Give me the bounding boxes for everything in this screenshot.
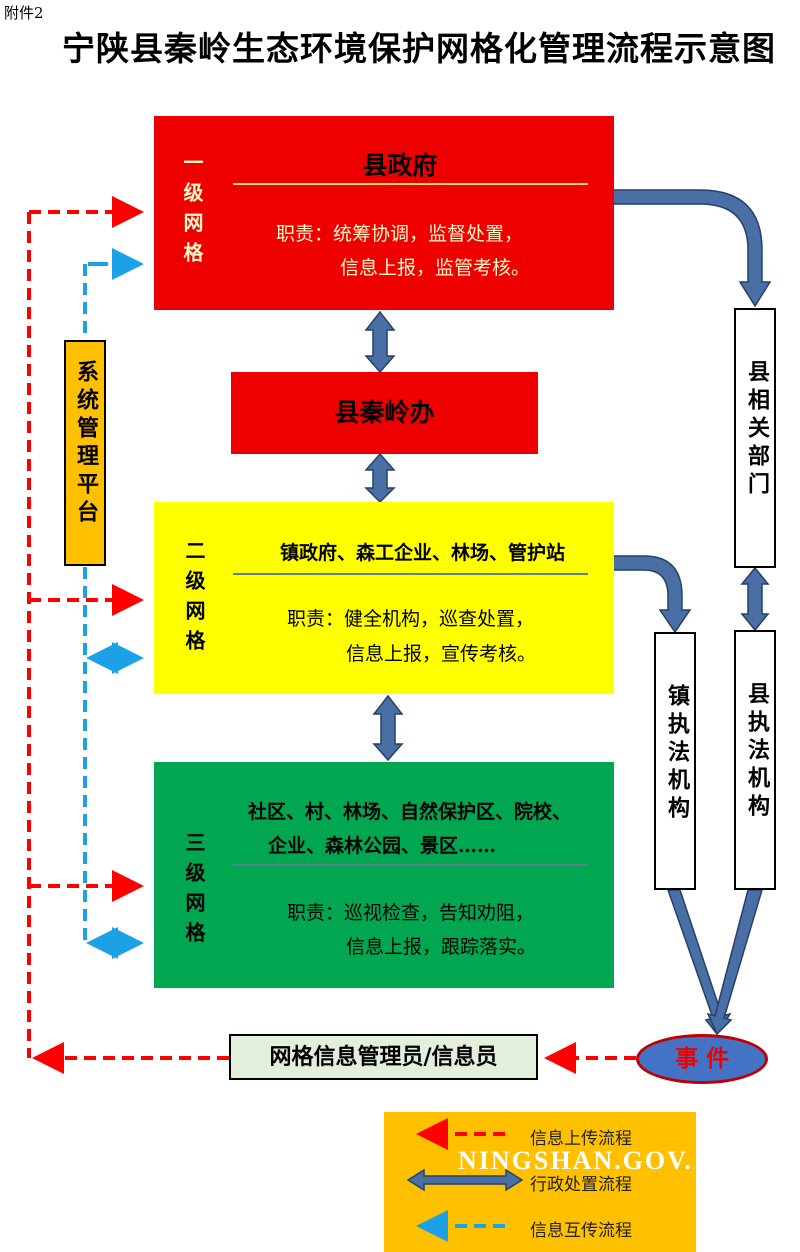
- level2-grid-box: [154, 502, 614, 694]
- watermark-text: NINGSHAN.GOV.: [458, 1146, 694, 1175]
- level3-duty-line1: 职责：巡视检查，告知劝阻，: [287, 902, 535, 924]
- level1-grid-label: 一级网格: [180, 152, 204, 272]
- level2-duty-line2: 信息上报，宣传考核。: [346, 643, 537, 665]
- qinling-office-box: 县秦岭办: [231, 372, 538, 454]
- level3-grid-box: [154, 762, 614, 988]
- system-platform-label: 系统管理平台: [73, 360, 99, 528]
- level3-grid-label: 三级网格: [182, 832, 206, 952]
- level3-divider: [233, 864, 588, 866]
- level1-duty-line1: 职责：统筹协调，监督处置，: [276, 223, 524, 245]
- legend-symbols: [406, 1118, 524, 1242]
- county-departments-box: [734, 308, 776, 568]
- annex-label: 附件2: [4, 4, 44, 22]
- level2-divider: [233, 573, 588, 575]
- county-enforcement-box: [734, 630, 776, 890]
- level3-org-line1: 社区、村、林场、自然保护区、院校、: [248, 801, 572, 823]
- level1-grid-box: [154, 116, 614, 310]
- event-ellipse: 事 件: [636, 1034, 768, 1084]
- legend-upload-label: 信息上传流程: [530, 1129, 632, 1149]
- town-enforcement-label: 镇执法机构: [664, 684, 690, 824]
- page-title: 宁陕县秦岭生态环境保护网格化管理流程示意图: [62, 29, 776, 68]
- system-platform-box: [64, 340, 106, 566]
- grid-info-manager-label: 网格信息管理员/信息员: [269, 1044, 498, 1070]
- level2-grid-label: 二级网格: [182, 540, 206, 660]
- level2-duty-line1: 职责：健全机构，巡查处置，: [287, 608, 535, 630]
- level1-org: 县政府: [362, 151, 438, 180]
- level1-duty-line2: 信息上报，监管考核。: [340, 257, 531, 279]
- town-enforcement-box: [654, 632, 696, 890]
- county-enforcement-label: 县执法机构: [744, 682, 770, 822]
- legend-admin-label: 行政处置流程: [530, 1175, 632, 1195]
- level1-divider: [233, 183, 588, 185]
- level3-duty-line2: 信息上报，跟踪落实。: [346, 936, 537, 958]
- mutual-flow-arrows: [83, 248, 144, 959]
- level3-org-line2: 企业、森林公园、景区……: [268, 835, 497, 857]
- admin-flow-arrows: [364, 189, 772, 1036]
- upload-flow-arrows: [27, 196, 636, 1074]
- event-label: 事 件: [674, 1045, 729, 1072]
- legend-mutual-label: 信息互传流程: [530, 1221, 632, 1241]
- county-departments-label: 县相关部门: [744, 360, 770, 500]
- level2-org: 镇政府、森工企业、林场、管护站: [280, 542, 566, 564]
- grid-info-manager-box: 网格信息管理员/信息员: [229, 1034, 538, 1080]
- qinling-office-label: 县秦岭办: [334, 398, 435, 427]
